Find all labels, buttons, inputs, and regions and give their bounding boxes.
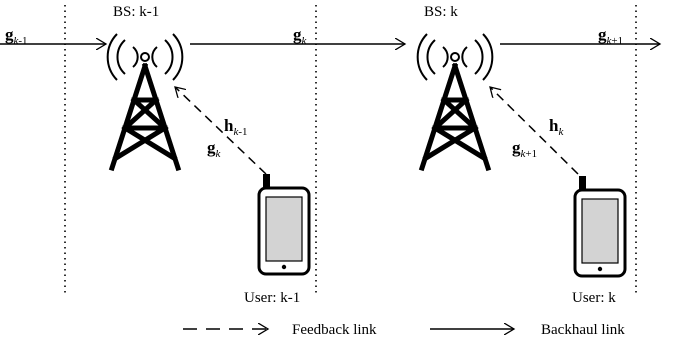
feedback-g-label-k-1: gk (207, 138, 222, 160)
tower-icon (106, 33, 184, 172)
user-label-k: User: k (572, 290, 616, 306)
legend: Feedback link Backhaul link (183, 322, 625, 338)
feedback-g-label-k: gk+1 (512, 138, 537, 160)
phone-icon (573, 176, 627, 278)
legend-backhaul-label: Backhaul link (541, 322, 625, 338)
phone-icon (257, 174, 311, 276)
backhaul-label-middle: gk (293, 25, 308, 47)
feedback-h-label-k-1: hk-1 (224, 116, 248, 138)
bs-label-k-1: BS: k-1 (113, 4, 159, 20)
backhaul-label-out: gk+1 (598, 25, 623, 47)
feedback-arrow-k (490, 87, 579, 175)
user-label-k-1: User: k-1 (244, 290, 300, 306)
backhaul-label-in: gk-1 (5, 25, 28, 47)
bs-label-k: BS: k (424, 4, 458, 20)
tower-icon (416, 33, 494, 172)
feedback-arrow-k-1 (175, 87, 267, 175)
feedback-h-label-k: hk (549, 116, 564, 138)
legend-feedback-label: Feedback link (292, 322, 377, 338)
